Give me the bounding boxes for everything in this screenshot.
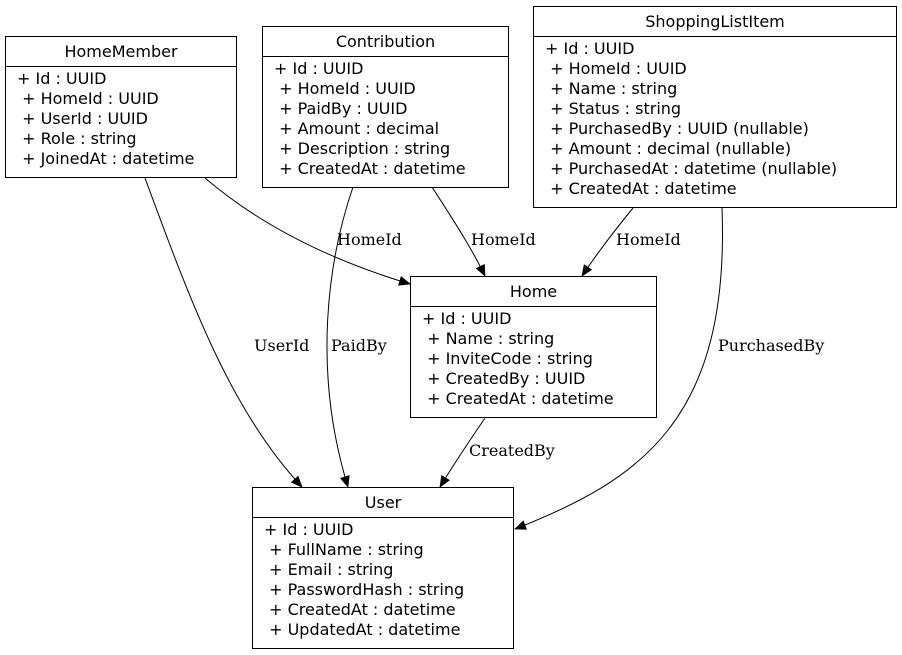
relation-label-contribution-home: HomeId	[471, 230, 536, 249]
attribute-list: + Id : UUID + Name : string + InviteCode…	[411, 307, 656, 409]
attribute-row: + JoinedAt : datetime	[17, 149, 195, 168]
attribute-row: + Email : string	[264, 560, 394, 579]
attribute-row: + CreatedAt : datetime	[545, 179, 737, 198]
edge-home-to-user	[439, 417, 486, 488]
attribute-row: + PaidBy : UUID	[274, 99, 408, 118]
attribute-row: + UserId : UUID	[17, 109, 148, 128]
entity-title: HomeMember	[6, 37, 236, 67]
attribute-row: + Role : string	[17, 129, 137, 148]
edge-home-member-to-user	[144, 177, 303, 488]
attribute-row: + Id : UUID	[274, 59, 364, 78]
attribute-row: + PurchasedBy : UUID (nullable)	[545, 119, 809, 138]
entity-contribution[interactable]: Contribution + Id : UUID + HomeId : UUID…	[262, 26, 509, 188]
relation-label-shopping-list-item-home: HomeId	[616, 230, 681, 249]
edge-contribution-to-home	[431, 186, 486, 277]
edge-shopping-list-item-to-home	[581, 207, 634, 277]
relation-label-home-member-user: UserId	[254, 336, 310, 355]
attribute-row: + Id : UUID	[17, 69, 107, 88]
attribute-row: + CreatedBy : UUID	[422, 369, 586, 388]
entity-title: Home	[411, 277, 656, 307]
attribute-row: + PasswordHash : string	[264, 580, 465, 599]
entity-shopping-list-item[interactable]: ShoppingListItem + Id : UUID + HomeId : …	[533, 6, 897, 208]
entity-title: ShoppingListItem	[534, 7, 896, 37]
attribute-row: + PurchasedAt : datetime (nullable)	[545, 159, 838, 178]
attribute-row: + Amount : decimal (nullable)	[545, 139, 792, 158]
attribute-row: + Description : string	[274, 139, 451, 158]
relation-label-home-user: CreatedBy	[469, 441, 555, 460]
attribute-row: + Name : string	[422, 329, 555, 348]
edge-home-member-to-home	[204, 177, 411, 286]
attribute-row: + HomeId : UUID	[545, 59, 687, 78]
relation-label-shopping-list-item-user: PurchasedBy	[718, 336, 825, 355]
attribute-row: + HomeId : UUID	[17, 89, 159, 108]
edge-contribution-to-user	[326, 186, 354, 488]
attribute-row: + Id : UUID	[422, 309, 512, 328]
attribute-row: + InviteCode : string	[422, 349, 593, 368]
entity-home-member[interactable]: HomeMember + Id : UUID + HomeId : UUID +…	[5, 36, 237, 178]
entity-user[interactable]: User + Id : UUID + FullName : string + E…	[252, 487, 514, 649]
attribute-row: + Id : UUID	[545, 39, 635, 58]
entity-title: User	[253, 488, 513, 518]
edge-shopping-list-item-to-user	[514, 207, 723, 530]
attribute-row: + FullName : string	[264, 540, 424, 559]
attribute-row: + Name : string	[545, 79, 678, 98]
attribute-row: + CreatedAt : datetime	[264, 600, 456, 619]
relation-label-contribution-user: PaidBy	[331, 336, 387, 355]
entity-home[interactable]: Home + Id : UUID + Name : string + Invit…	[410, 276, 657, 418]
relation-label-home-member-home: HomeId	[337, 230, 402, 249]
attribute-list: + Id : UUID + HomeId : UUID + PaidBy : U…	[263, 57, 508, 179]
attribute-list: + Id : UUID + FullName : string + Email …	[253, 518, 513, 640]
attribute-row: + Amount : decimal	[274, 119, 440, 138]
attribute-row: + UpdatedAt : datetime	[264, 620, 461, 639]
attribute-row: + Status : string	[545, 99, 682, 118]
attribute-row: + HomeId : UUID	[274, 79, 416, 98]
attribute-row: + CreatedAt : datetime	[274, 159, 466, 178]
attribute-list: + Id : UUID + HomeId : UUID + Name : str…	[534, 37, 896, 199]
attribute-row: + CreatedAt : datetime	[422, 389, 614, 408]
entity-title: Contribution	[263, 27, 508, 57]
attribute-list: + Id : UUID + HomeId : UUID + UserId : U…	[6, 67, 236, 169]
attribute-row: + Id : UUID	[264, 520, 354, 539]
